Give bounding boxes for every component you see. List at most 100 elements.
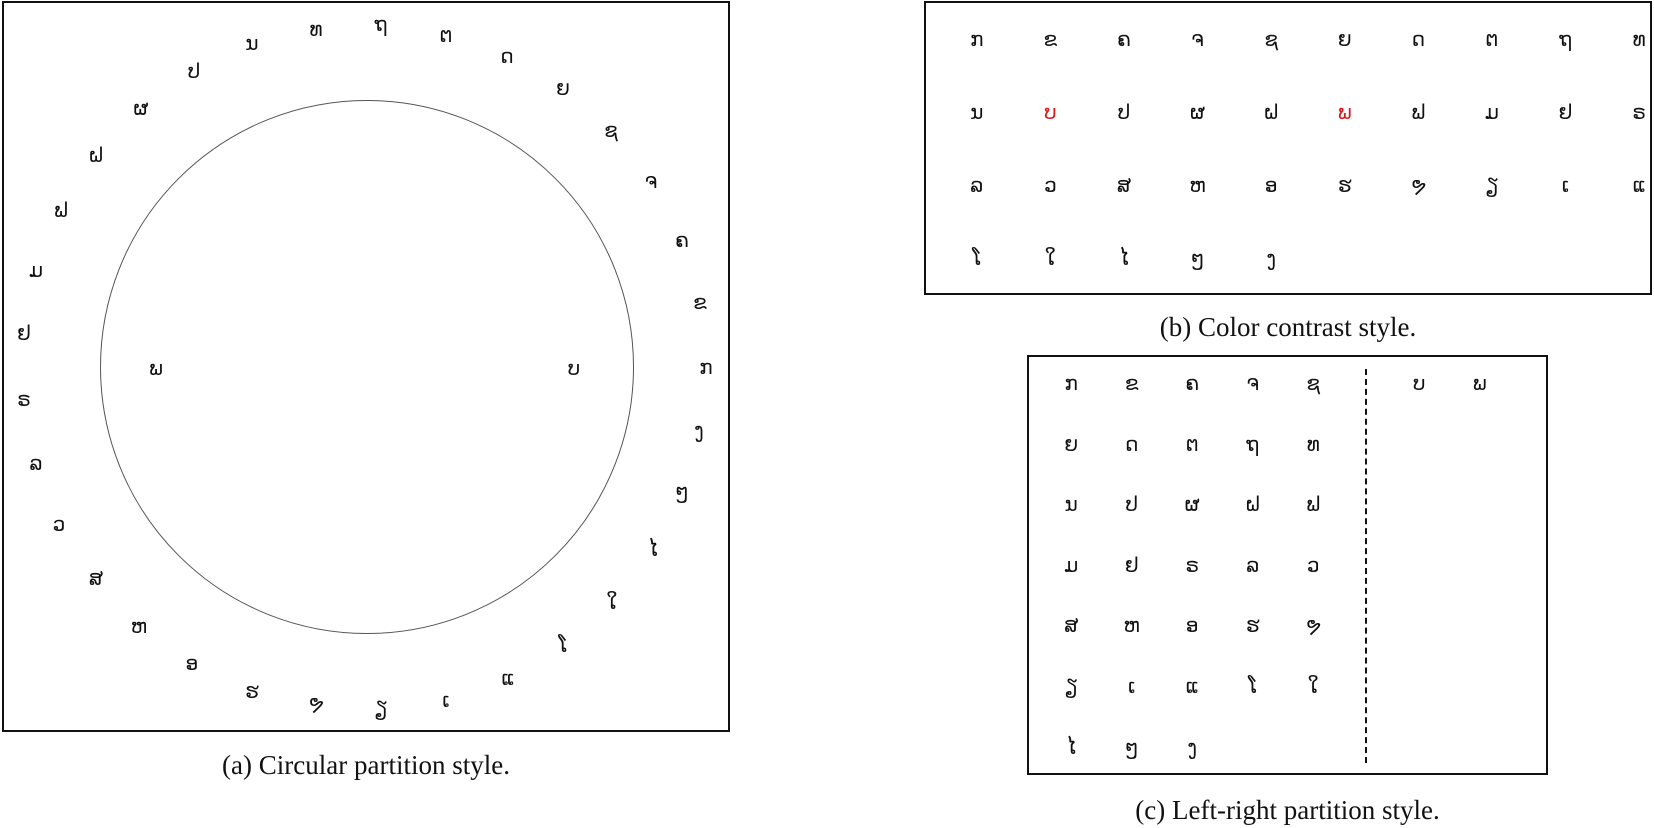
grid-character: ຝ: [1263, 100, 1279, 124]
grid-character: ຄ: [1185, 371, 1200, 395]
grid-character: ຈ: [1191, 27, 1204, 51]
grid-character: ໂ: [972, 246, 982, 270]
grid-character: ໆ: [1190, 246, 1205, 270]
grid-character: ຖ: [1246, 431, 1260, 456]
ring-character: ຕ: [439, 23, 453, 47]
ring-character: ຖ: [374, 12, 388, 36]
grid-character: ອ: [1264, 173, 1278, 197]
ring-character: ທ: [309, 17, 323, 41]
ring-character: ຯ: [308, 691, 324, 715]
grid-character: ຜ: [1190, 100, 1206, 124]
grid-character: ຍ: [1337, 27, 1352, 51]
grid-character: ໄ: [1066, 734, 1077, 759]
grid-character: ຈ: [1246, 371, 1260, 395]
left-right-partition-panel: ກຂຄຈຊຍດຕຖທນປຜຝຟມຢຣລວສຫອຮຯຽເແໂໃໄໆງ ບພ: [1027, 355, 1548, 775]
grid-character: ຢ: [1124, 552, 1139, 577]
ring-character: ຂ: [693, 290, 707, 314]
grid-character: ຝ: [1245, 492, 1261, 517]
grid-character: ໃ: [1307, 673, 1319, 698]
grid-character: ງ: [1266, 246, 1276, 270]
ring-character: ປ: [187, 59, 201, 83]
grid-character: ແ: [1632, 173, 1646, 197]
grid-character: ໆ: [1125, 734, 1139, 759]
ring-character: ໄ: [648, 537, 658, 561]
right-character-grid: ບພ: [1389, 373, 1510, 393]
grid-character: ດ: [1125, 431, 1139, 456]
ring-character: ໂ: [558, 633, 568, 657]
ring-character: ກ: [699, 355, 713, 379]
ring-character: ຟ: [54, 198, 68, 222]
ring-character: ເ: [442, 688, 450, 712]
grid-character: ວ: [1044, 173, 1057, 197]
grid-character: ກ: [1064, 371, 1078, 395]
grid-character: ນ: [970, 100, 984, 124]
ring-character: ຽ: [374, 696, 388, 720]
dashed-divider: [1365, 369, 1367, 763]
grid-character: ສ: [1116, 173, 1132, 197]
grid-character: ບ: [1413, 371, 1426, 395]
caption-b: (b) Color contrast style.: [1159, 312, 1417, 342]
ring-character: ຜ: [133, 96, 149, 120]
grid-character: ຊ: [1264, 27, 1278, 51]
ring-character: ລ: [29, 451, 43, 475]
grid-character: ວ: [1306, 552, 1320, 577]
grid-character: ຖ: [1559, 27, 1572, 51]
ring-character: ຫ: [130, 614, 148, 638]
grid-character: ຍ: [1064, 431, 1079, 456]
grid-character: ຢ: [1558, 100, 1573, 124]
ring-character: ຍ: [556, 76, 570, 100]
grid-character: ປ: [1117, 100, 1131, 124]
ring-character: ຄ: [675, 228, 689, 252]
grid-character: ແ: [1185, 673, 1199, 698]
grid-character: ຣ: [1185, 552, 1200, 577]
partition-circle: [100, 100, 634, 634]
highlighted-character: ພ: [1337, 100, 1352, 124]
grid-character: ລ: [1246, 552, 1260, 577]
grid-character: ຯ: [1410, 173, 1427, 197]
ring-character: ດ: [500, 44, 514, 68]
inner-character: ບ: [567, 356, 581, 380]
caption-a: (a) Circular partition style.: [222, 750, 510, 780]
grid-character: ພ: [1472, 371, 1487, 395]
grid-character: ປ: [1125, 492, 1139, 517]
ring-character: ນ: [245, 31, 259, 55]
grid-character: ເ: [1561, 173, 1570, 197]
circular-partition-panel: ຖຕດຍຊຈຄຂກງໆໄໃໂແເຽຯຮອຫສວລຣຢມຟຝຜປນທ ພບ: [2, 1, 730, 732]
grid-character: ທ: [1306, 431, 1320, 456]
grid-character: ເ: [1128, 673, 1136, 698]
ring-character: ສ: [88, 566, 104, 590]
character-grid: ກຂຄຈຊຍດຕຖທນບປຜຝພຟມຢຣລວສຫອຮຯຽເແໂໃໄໆງ: [940, 29, 1654, 268]
grid-character: ດ: [1411, 27, 1426, 51]
grid-character: ຮ: [1337, 173, 1352, 197]
grid-character: ຂ: [1043, 27, 1058, 51]
grid-character: ລ: [970, 173, 984, 197]
grid-character: ທ: [1632, 27, 1646, 51]
inner-character: ພ: [149, 356, 163, 380]
grid-character: ຫ: [1189, 173, 1206, 197]
grid-character: ຽ: [1064, 673, 1078, 698]
grid-character: ຮ: [1245, 613, 1260, 638]
grid-character: ຽ: [1485, 173, 1499, 197]
grid-character: ຟ: [1306, 492, 1321, 517]
ring-character: ມ: [28, 258, 44, 282]
grid-character: ຯ: [1305, 613, 1322, 638]
grid-character: ຊ: [1306, 371, 1321, 395]
ring-character: ຊ: [604, 118, 618, 142]
ring-character: ໃ: [606, 590, 618, 614]
ring-character: ຈ: [644, 169, 658, 193]
caption-c: (c) Left-right partition style.: [1135, 795, 1440, 825]
grid-character: ຕ: [1185, 431, 1199, 456]
ring-character: ໆ: [675, 479, 689, 503]
grid-character: ມ: [1064, 552, 1079, 577]
ring-character: ຮ: [245, 679, 259, 703]
grid-character: ນ: [1064, 492, 1078, 517]
grid-character: ໂ: [1248, 673, 1258, 698]
grid-character: ຕ: [1485, 27, 1499, 51]
highlighted-character: ບ: [1044, 100, 1057, 124]
ring-character: ແ: [501, 666, 515, 690]
grid-character: ຫ: [1123, 613, 1140, 638]
grid-character: ຜ: [1184, 492, 1200, 517]
grid-character: ສ: [1064, 613, 1079, 638]
ring-character: ອ: [185, 651, 199, 675]
ring-character: ງ: [694, 418, 704, 442]
